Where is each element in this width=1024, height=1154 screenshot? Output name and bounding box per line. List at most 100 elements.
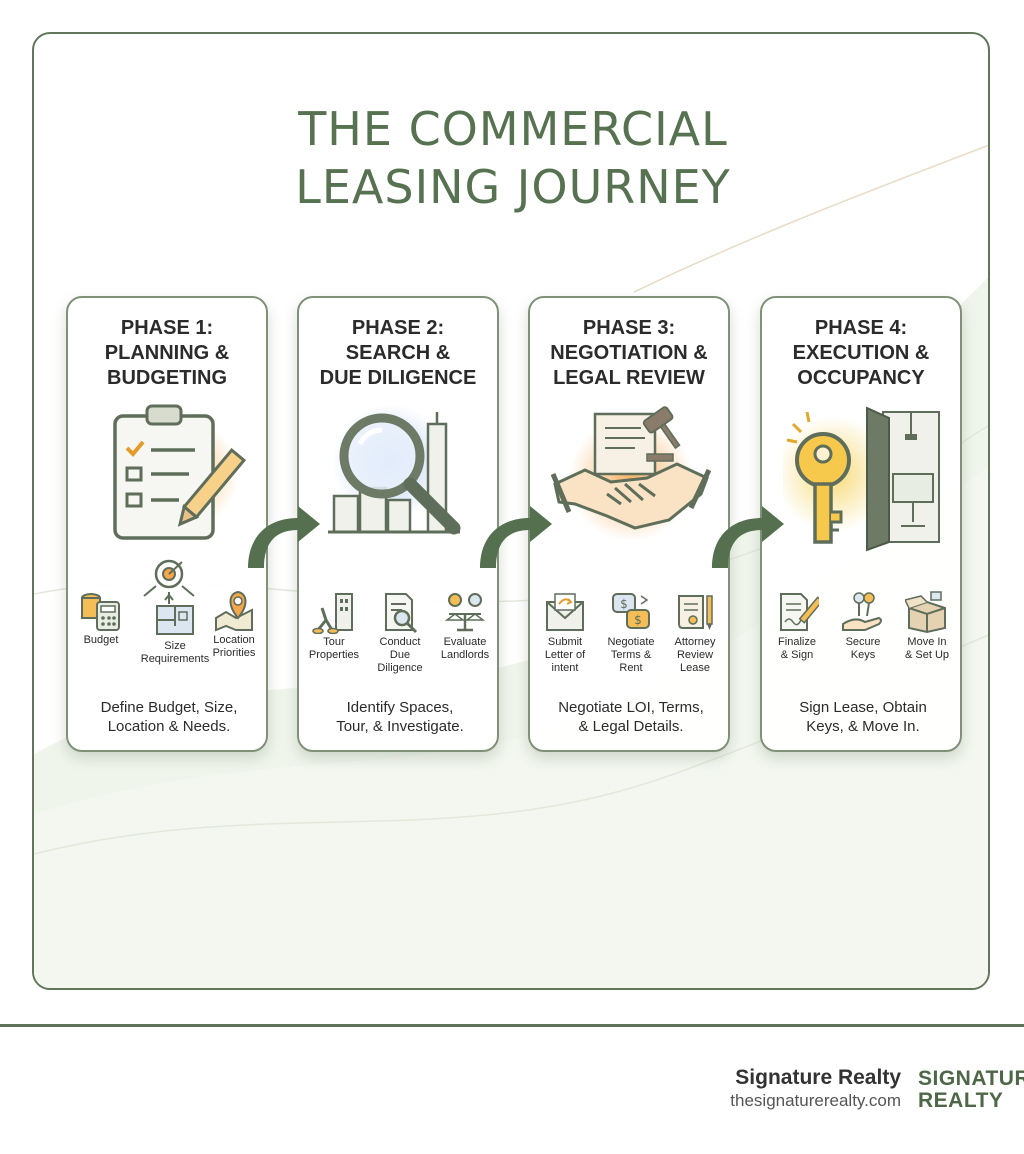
step-label: Landlords (440, 649, 490, 661)
title-line-1: THE COMMERCIAL (298, 102, 728, 156)
footer-divider (0, 1024, 1024, 1027)
step-label: Properties (308, 649, 360, 661)
page-title: THE COMMERCIAL LEASING JOURNEY (34, 100, 988, 216)
step-label: Review (676, 649, 714, 661)
envelope-icon (546, 593, 584, 631)
description-line: Define Budget, Size, (100, 699, 238, 716)
phase-4-description: Sign Lease, Obtain Keys, & Move In. (770, 698, 956, 736)
step-label: Requirements (140, 653, 210, 665)
chat-dollar-icon: $ $ (612, 593, 650, 629)
description-line: Location & Needs. (107, 718, 231, 735)
phase-2-heading-line: DUE DILIGENCE (319, 367, 477, 389)
target-icon (143, 559, 195, 604)
phase-2-card: PHASE 2: SEARCH & DUE DILIGENCE (297, 296, 499, 752)
phase-1-heading: PHASE 1: PLANNING & BUDGETING (68, 316, 266, 391)
scroll-pen-icon (678, 595, 713, 630)
description-line: Negotiate LOI, Terms, (558, 699, 704, 716)
step-label: Priorities (212, 647, 256, 659)
step-submit-letter-of-intent: Submit Letter of intent (534, 590, 596, 675)
arrow-right-icon (712, 506, 784, 568)
step-label: Evaluate (443, 636, 487, 648)
step-label: & Set Up (904, 649, 950, 661)
step-label: Size (164, 640, 186, 652)
step-label: Move In (907, 636, 947, 648)
step-move-in-set-up: Move In & Set Up (896, 590, 958, 662)
step-label: Attorney (674, 636, 716, 648)
description-line: Tour, & Investigate. (336, 718, 464, 735)
description-line: Sign Lease, Obtain (799, 699, 927, 716)
handshake-gavel-icon (551, 406, 711, 541)
step-label: Secure (845, 636, 881, 648)
step-negotiate-terms-rent: $ $ Negotiate Terms & Rent (600, 590, 662, 675)
brand-logo-line: SIGNATURE (918, 1068, 1024, 1090)
phase-4-heading-line: OCCUPANCY (797, 367, 925, 389)
document-magnifier-icon (385, 593, 418, 634)
clipboard-checklist-pencil-icon (113, 404, 247, 540)
people-scale-icon (444, 593, 486, 632)
map-pin-icon (215, 590, 253, 632)
step-location-priorities: Location Priorities (202, 588, 266, 660)
description-line: & Legal Details. (578, 718, 684, 735)
arrow-right-icon (248, 506, 320, 568)
phase-2-heading-line: PHASE 2: (351, 317, 445, 339)
brand-logo: SIGNATURE REALTY (918, 1068, 1024, 1116)
key-door-office-icon (783, 406, 940, 552)
step-label: Budget (83, 634, 119, 646)
arrow-right-icon (480, 506, 552, 568)
phase-3-description: Negotiate LOI, Terms, & Legal Details. (538, 698, 724, 736)
phase-1-heading-line: PLANNING & (104, 342, 230, 364)
phase-3-heading-line: PHASE 3: (582, 317, 676, 339)
phase-3-heading: PHASE 3: NEGOTIATION & LEGAL REVIEW (530, 316, 728, 391)
document-sign-icon (780, 593, 819, 631)
step-label: Diligence (377, 662, 423, 674)
phase-2-description: Identify Spaces, Tour, & Investigate. (307, 698, 493, 736)
phase-4-heading-line: PHASE 4: (814, 317, 908, 339)
step-budget: Budget (72, 588, 130, 647)
phase-4-card: PHASE 4: EXECUTION & OCCUPANCY (760, 296, 962, 752)
hand-keys-icon (842, 592, 882, 631)
step-attorney-review-lease: Attorney Review Lease (664, 590, 726, 675)
brand-name: Signature Realty (735, 1066, 901, 1089)
brand-url[interactable]: thesignaturerealty.com (730, 1091, 901, 1110)
step-finalize-sign: Finalize & Sign (766, 590, 828, 662)
infographic-frame: THE COMMERCIAL LEASING JOURNEY PHASE 1: … (32, 32, 990, 990)
step-evaluate-landlords: Evaluate Landlords (433, 590, 497, 662)
step-label: & Sign (780, 649, 814, 661)
step-label: Letter of (544, 649, 586, 661)
phase-1-card: PHASE 1: PLANNING & BUDGETING (66, 296, 268, 752)
phase-2-heading: PHASE 2: SEARCH & DUE DILIGENCE (299, 316, 497, 391)
phase-3-heading-line: LEGAL REVIEW (553, 367, 705, 389)
floor-plan-icon (156, 605, 194, 635)
step-label: Negotiate (607, 636, 655, 648)
step-label: Lease (680, 662, 710, 674)
moving-box-icon (905, 591, 946, 634)
phase-1-heading-line: BUDGETING (107, 367, 227, 389)
step-tour-properties: Tour Properties (303, 590, 365, 662)
description-line: Identify Spaces, (346, 699, 454, 716)
svg-text:$: $ (620, 597, 628, 611)
step-label: Keys (850, 649, 876, 661)
step-label: Terms & (610, 649, 652, 661)
phase-2-heading-line: SEARCH & (345, 342, 451, 364)
phase-4-heading-line: EXECUTION & (792, 342, 930, 364)
description-line: Keys, & Move In. (806, 718, 920, 735)
phase-3-heading-line: NEGOTIATION & (550, 342, 708, 364)
svg-text:$: $ (634, 613, 642, 627)
walking-building-icon (312, 593, 353, 634)
step-label: intent (551, 662, 579, 674)
step-secure-keys: Secure Keys (832, 590, 894, 662)
step-conduct-due-diligence: Conduct Due Diligence (369, 590, 431, 675)
phase-1-heading-line: PHASE 1: (120, 317, 214, 339)
phase-3-card: PHASE 3: NEGOTIATION & LEGAL REVIEW (528, 296, 730, 752)
step-label: Finalize (778, 636, 816, 648)
step-label: Tour (323, 636, 345, 648)
step-label: Conduct (379, 636, 421, 648)
step-size-requirements: Size Requirements (136, 604, 214, 666)
phase-1-description: Define Budget, Size, Location & Needs. (76, 698, 262, 736)
phase-4-heading: PHASE 4: EXECUTION & OCCUPANCY (762, 316, 960, 391)
title-line-2: LEASING JOURNEY (295, 160, 731, 214)
step-label: Submit (547, 636, 583, 648)
step-label: Due (389, 649, 411, 661)
calculator-coins-icon (81, 593, 120, 631)
magnifier-buildings-icon (328, 404, 461, 535)
